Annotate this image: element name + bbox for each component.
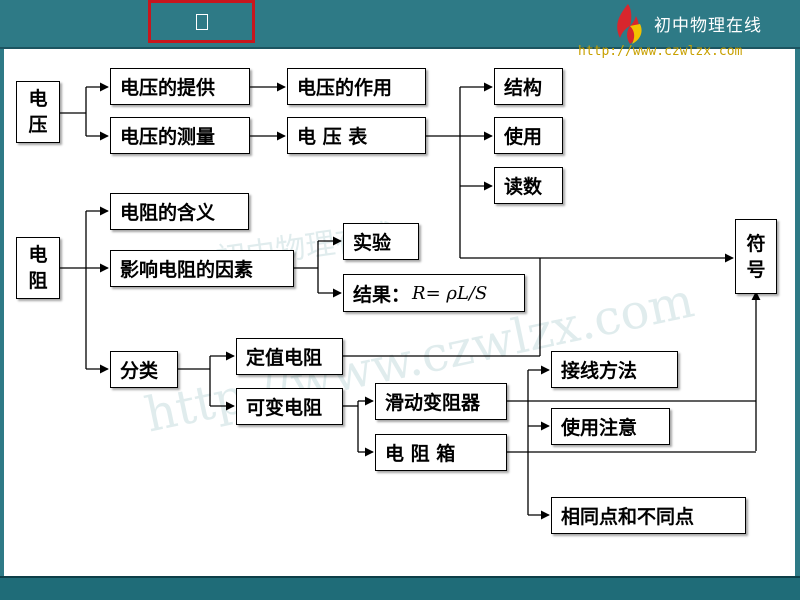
node-symbol-char2: 号 — [746, 258, 766, 281]
site-logo: 初中物理在线 — [608, 2, 798, 46]
node-resistance-char1: 电 — [28, 244, 48, 266]
node-result: 结果： R= ρL/S — [343, 274, 525, 312]
node-voltage-measure: 电压的测量 — [110, 117, 250, 154]
node-use: 使用 — [494, 117, 563, 154]
node-classification: 分类 — [110, 351, 178, 388]
flame-logo-icon — [617, 4, 642, 44]
node-experiment: 实验 — [343, 223, 419, 260]
site-url[interactable]: http://www.czwlzx.com — [578, 44, 743, 59]
node-voltage-char1: 电 — [28, 88, 48, 110]
node-resistance-factors: 影响电阻的因素 — [110, 250, 294, 287]
node-voltage-supply: 电压的提供 — [110, 68, 250, 105]
slide-title-box[interactable] — [148, 0, 255, 43]
result-formula: R= ρL/S — [412, 282, 488, 304]
logo-text: 初中物理在线 — [654, 16, 762, 36]
node-resistance-box: 电 阻 箱 — [375, 434, 507, 471]
node-usage-notes: 使用注意 — [551, 408, 670, 445]
node-wiring-method: 接线方法 — [551, 351, 678, 388]
banner-divider — [0, 47, 800, 49]
node-symbol: 符 号 — [735, 219, 777, 294]
node-structure: 结构 — [494, 68, 563, 105]
footer-divider — [0, 576, 800, 578]
node-voltmeter: 电 压 表 — [287, 117, 426, 154]
left-border — [0, 49, 4, 589]
node-reading: 读数 — [494, 167, 563, 204]
missing-glyph-icon — [195, 13, 208, 30]
node-symbol-char1: 符 — [746, 232, 766, 255]
footer-bar — [0, 578, 800, 600]
node-resistance-meaning: 电阻的含义 — [110, 193, 249, 230]
node-variable-resistor: 可变电阻 — [236, 388, 343, 425]
node-fixed-resistor: 定值电阻 — [236, 338, 343, 375]
node-similarities-differences: 相同点和不同点 — [551, 497, 746, 534]
result-label: 结果： — [353, 283, 411, 306]
node-voltage-char2: 压 — [28, 114, 48, 136]
node-voltage-role: 电压的作用 — [287, 68, 426, 105]
node-resistance-char2: 阻 — [28, 270, 48, 292]
node-resistance: 电 阻 — [16, 237, 60, 299]
top-banner — [0, 0, 800, 47]
right-border — [795, 49, 800, 589]
node-voltage: 电 压 — [16, 81, 60, 143]
node-slide-rheostat: 滑动变阻器 — [375, 383, 507, 420]
